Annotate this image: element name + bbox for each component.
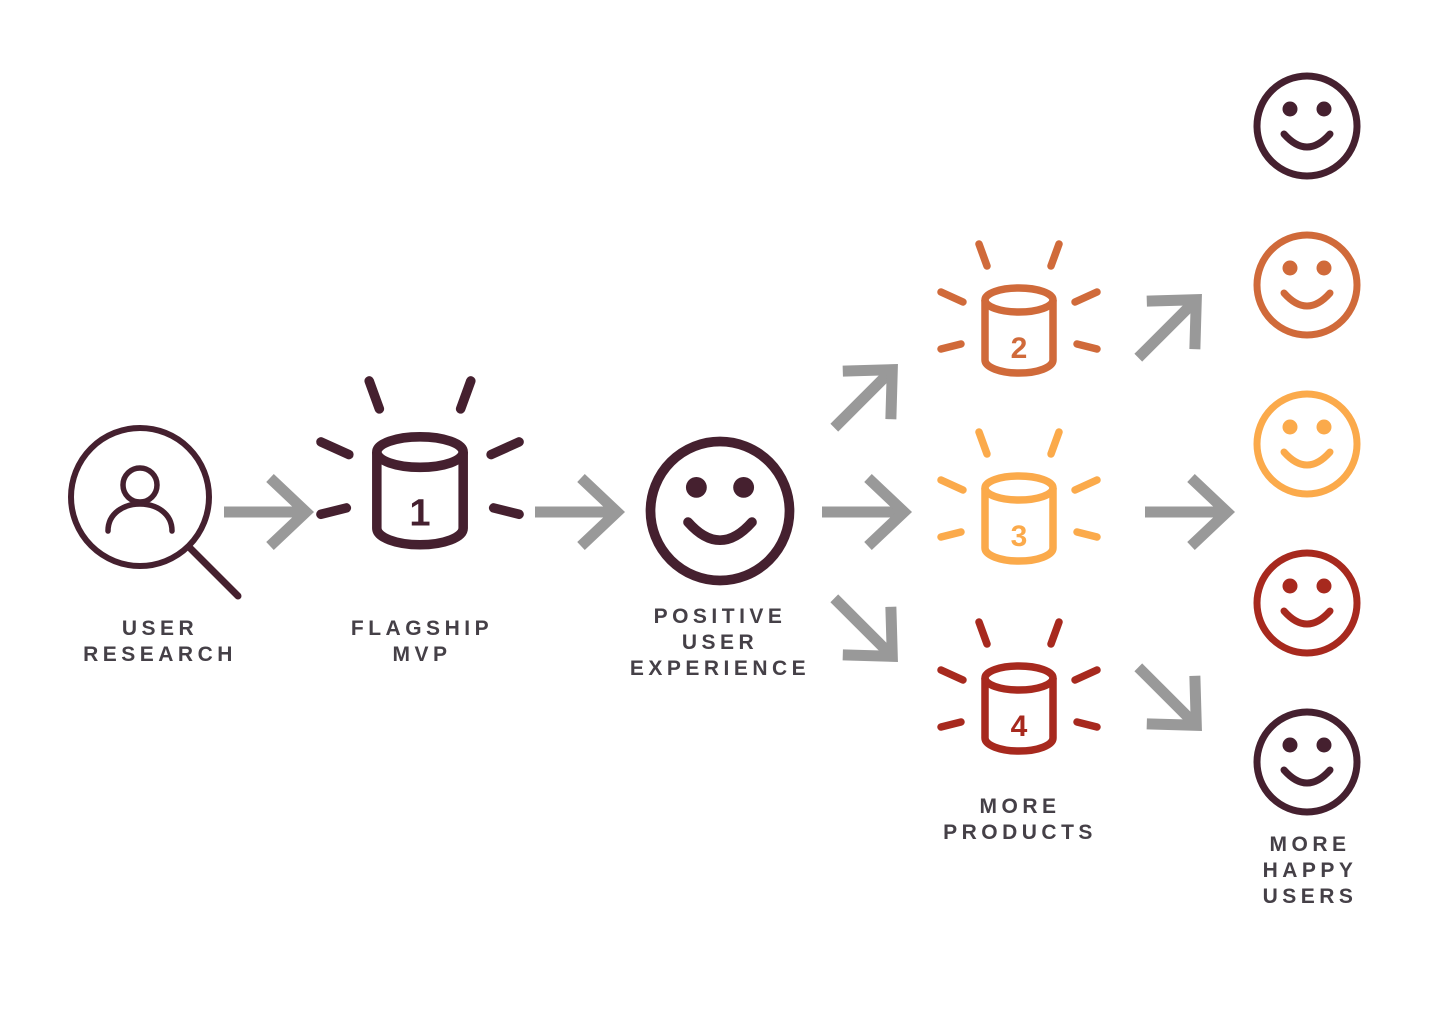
label-line: MORE [979, 795, 1061, 818]
positive-ux-label: POSITIVE USER EXPERIENCE [600, 604, 840, 682]
product-cylinder-icon: 3 [937, 428, 1101, 565]
smiley-icon [1253, 231, 1361, 339]
product-cylinder-icon: 4 [937, 618, 1101, 755]
arrow-right-icon [1145, 478, 1227, 546]
product-number: 2 [1011, 332, 1028, 365]
smiley-icon [1253, 390, 1361, 498]
arrow-up-right-icon [810, 346, 916, 452]
label-line: USER [121, 617, 199, 640]
label-line: EXPERIENCE [629, 657, 811, 680]
label-line: RESEARCH [83, 643, 237, 666]
arrow-right-icon [822, 478, 904, 546]
label-line: HAPPY [1262, 859, 1358, 882]
smiley-icon [1253, 549, 1361, 657]
product-cylinder-icon: 1 [316, 376, 524, 550]
label-line: FLAGSHIP [350, 617, 494, 640]
label-line: MORE [1269, 833, 1351, 856]
label-line: POSITIVE [653, 605, 787, 628]
label-line: USERS [1262, 885, 1358, 908]
label-line: PRODUCTS [943, 821, 1097, 844]
product-cylinder-icon: 2 [937, 240, 1101, 377]
product-number: 3 [1011, 520, 1028, 553]
smiley-icon [645, 436, 795, 586]
arrow-right-icon [224, 478, 306, 546]
more-products-label: MORE PRODUCTS [900, 794, 1140, 846]
more-happy-users-label: MORE HAPPY USERS [1190, 832, 1430, 910]
smiley-icon [1253, 708, 1361, 816]
label-line: USER [681, 631, 759, 654]
user-research-label: USER RESEARCH [40, 616, 280, 668]
flagship-mvp-label: FLAGSHIP MVP [302, 616, 542, 668]
product-number: 1 [409, 493, 430, 535]
product-number: 4 [1011, 710, 1028, 743]
arrow-up-right-icon [1114, 276, 1220, 382]
smiley-icon [1253, 72, 1361, 180]
arrow-right-icon [535, 478, 617, 546]
magnifier-user-icon [68, 425, 242, 600]
arrow-down-right-icon [1114, 643, 1220, 749]
label-line: MVP [392, 643, 452, 666]
